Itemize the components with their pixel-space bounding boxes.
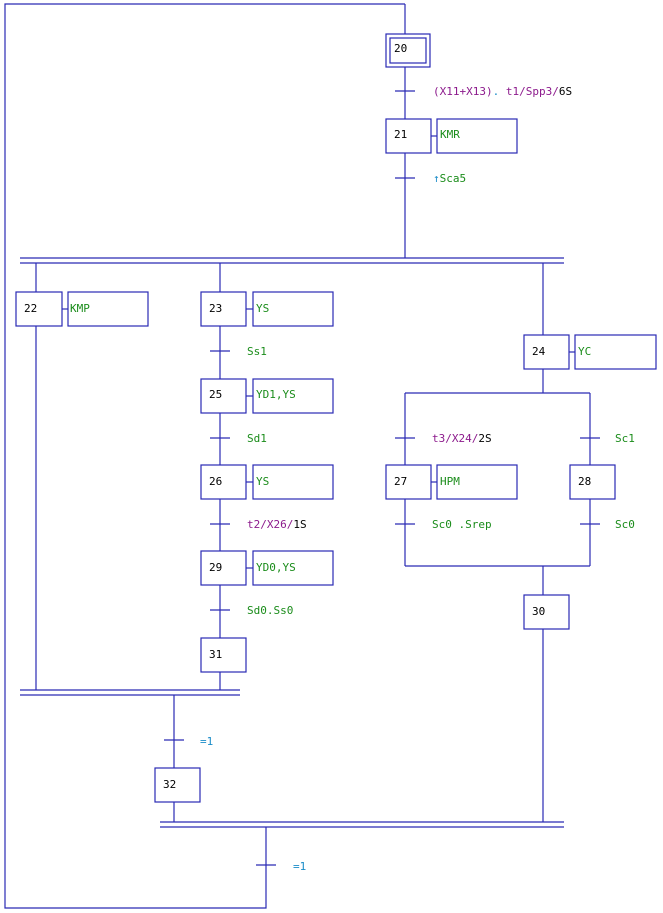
condition-20-21-part2: .: [493, 85, 506, 98]
step-31-box: [200, 637, 247, 673]
step-22: 22 KMP: [15, 291, 149, 327]
step-32-box: [154, 767, 201, 803]
transition-ticks: [164, 90, 600, 866]
step-21: 21 KMR: [385, 118, 518, 154]
step-28-number: 28: [578, 475, 591, 488]
action-24-text: YC: [578, 345, 591, 358]
step-32-number: 32: [163, 778, 176, 791]
transition-condition-32-20: =1: [293, 860, 306, 873]
step-25-box: [200, 378, 247, 414]
step-26-box: [200, 464, 247, 500]
step-28: 28: [569, 464, 616, 500]
action-26-box: [252, 464, 334, 500]
step-24-box: [523, 334, 570, 370]
action-22-text: KMP: [70, 302, 90, 315]
step-24-number: 24: [532, 345, 546, 358]
action-25-box: [252, 378, 334, 414]
step-27: 27 HPM: [385, 464, 518, 500]
action-26-text: YS: [256, 475, 269, 488]
loop-return-link: [4, 3, 405, 909]
transition-condition-26-29: t2/X26/1S: [247, 518, 307, 531]
step-21-box: [385, 118, 432, 154]
transition-condition-join-32: =1: [200, 735, 213, 748]
links: [4, 3, 591, 909]
transition-condition-28-30: Sc0: [615, 518, 635, 531]
step-30-box: [523, 594, 570, 630]
step-30: 30: [523, 594, 570, 630]
action-29-text: YD0,YS: [256, 561, 296, 574]
action-22-box: [67, 291, 149, 327]
step-31-number: 31: [209, 648, 222, 661]
transition-condition-27-30: Sc0 .Srep: [432, 518, 492, 531]
step-29: 29 YD0,YS: [200, 550, 334, 586]
condition-20-21-part1: (X11+X13): [433, 85, 493, 98]
transition-condition-23-25: Ss1: [247, 345, 267, 358]
step-22-box: [15, 291, 63, 327]
action-23-text: YS: [256, 302, 269, 315]
action-27-box: [436, 464, 518, 500]
transition-condition-29-31: Sd0.Ss0: [247, 604, 293, 617]
condition-26-29-part1: t2/X26/: [247, 518, 293, 531]
condition-26-29-part2: 1S: [293, 518, 306, 531]
step-25-number: 25: [209, 388, 222, 401]
step-31: 31: [200, 637, 247, 673]
transition-condition-24-28: Sc1: [615, 432, 635, 445]
step-25: 25 YD1,YS: [200, 378, 334, 414]
condition-24-27-part2: 2S: [478, 432, 491, 445]
transition-condition-20-21: (X11+X13). t1/Spp3/6S: [433, 85, 572, 98]
step-20: 20: [385, 33, 431, 68]
step-23-number: 23: [209, 302, 222, 315]
action-25-text: YD1,YS: [256, 388, 296, 401]
rising-edge-arrow-icon: ↑: [433, 172, 440, 185]
step-23-box: [200, 291, 247, 327]
transition-condition-25-26: Sd1: [247, 432, 267, 445]
action-24-box: [574, 334, 657, 370]
condition-24-27-part1: t3/X24/: [432, 432, 478, 445]
step-21-number: 21: [394, 128, 407, 141]
step-27-number: 27: [394, 475, 407, 488]
step-26-number: 26: [209, 475, 222, 488]
transition-condition-24-27: t3/X24/2S: [432, 432, 492, 445]
step-32: 32: [154, 767, 201, 803]
step-30-number: 30: [532, 605, 545, 618]
step-28-box: [569, 464, 616, 500]
action-21-box: [436, 118, 518, 154]
step-26: 26 YS: [200, 464, 334, 500]
condition-20-21-part4: 6S: [559, 85, 572, 98]
step-27-box: [385, 464, 432, 500]
action-23-box: [252, 291, 334, 327]
condition-20-21-part3: t1/Spp3/: [506, 85, 559, 98]
step-20-number: 20: [394, 42, 407, 55]
step-29-number: 29: [209, 561, 222, 574]
action-29-box: [252, 550, 334, 586]
step-20-inner-box: [389, 37, 427, 64]
transition-condition-21: ↑Sca5: [433, 172, 466, 185]
step-29-box: [200, 550, 247, 586]
condition-21-text: Sca5: [440, 172, 467, 185]
step-22-number: 22: [24, 302, 37, 315]
action-21-text: KMR: [440, 128, 460, 141]
action-27-text: HPM: [440, 475, 460, 488]
step-24: 24 YC: [523, 334, 657, 370]
step-23: 23 YS: [200, 291, 334, 327]
